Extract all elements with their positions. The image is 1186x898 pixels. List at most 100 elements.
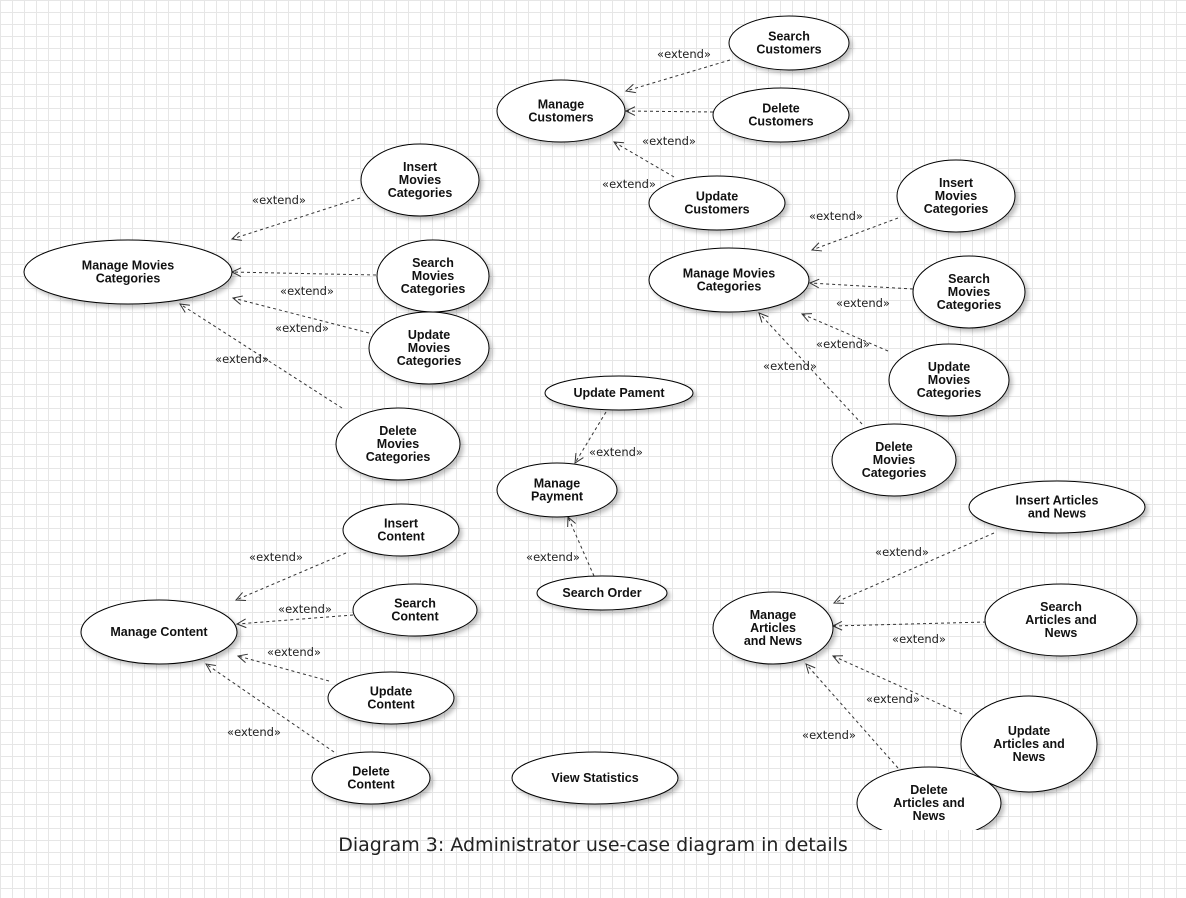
use-case-label: Articles and <box>893 796 965 810</box>
use-case-label: Movies <box>408 341 450 355</box>
arrowhead-icon <box>810 242 823 252</box>
extend-relation: «extend» <box>230 267 377 298</box>
use-case-ellipse <box>496 79 626 143</box>
use-case-ellipse <box>23 239 233 305</box>
extend-label: «extend» <box>278 602 332 616</box>
use-case-label: Manage Movies <box>683 267 775 281</box>
use-case-label: Manage <box>750 608 797 622</box>
extend-relation: «extend» <box>205 663 335 753</box>
use-case-label: Manage <box>534 477 581 491</box>
use-case-label: Content <box>347 778 395 792</box>
extend-relation: «extend» <box>802 663 899 769</box>
use-case-ellipse <box>960 695 1098 793</box>
use-case-ellipse <box>536 575 668 611</box>
use-case-label: Delete <box>762 102 800 116</box>
use-case-ellipse <box>912 255 1026 329</box>
use-case-label: Update <box>696 190 738 204</box>
extend-dashed-line <box>237 655 330 682</box>
use-case-label: Update <box>408 328 450 342</box>
extend-relations: «extend»«extend»«extend»«extend»«extend»… <box>179 47 995 769</box>
use-case-ellipse <box>352 583 478 637</box>
use-case-label: Movies <box>377 437 419 451</box>
extend-label: «extend» <box>227 725 281 739</box>
extend-dashed-line <box>567 516 595 577</box>
diagram-caption: Diagram 3: Administrator use-case diagra… <box>338 834 848 856</box>
use-case-ellipse <box>80 599 238 665</box>
arrowhead-icon <box>235 618 247 629</box>
use-case-label: Search Order <box>562 586 641 600</box>
extend-label: «extend» <box>215 352 269 366</box>
arrowhead-icon <box>205 663 216 673</box>
use-case-label: Update <box>928 360 970 374</box>
arrowhead-icon <box>831 655 844 664</box>
use-case-ellipse <box>511 751 679 805</box>
extend-label: «extend» <box>836 296 890 310</box>
use-case-ellipse <box>831 423 957 497</box>
extend-relation: «extend» <box>808 278 914 310</box>
use-case-label: Articles <box>750 621 796 635</box>
use-case-ellipse <box>368 311 490 385</box>
use-case-ellipse <box>856 766 1002 830</box>
use-case-label: Delete <box>910 783 948 797</box>
use-case-label: Update <box>370 685 412 699</box>
use-case-label: Insert Articles <box>1016 494 1099 508</box>
extend-relation: «extend» <box>526 515 595 577</box>
extend-relation: «extend» <box>230 193 361 241</box>
use-case-label: Content <box>391 610 439 624</box>
extend-label: «extend» <box>589 445 643 459</box>
arrowhead-icon <box>574 452 584 464</box>
use-case-search-order: Search Order <box>536 575 668 611</box>
use-case-label: Delete <box>875 440 913 454</box>
use-case-label: Payment <box>531 490 584 504</box>
use-case-label: Categories <box>697 280 762 294</box>
extend-label: «extend» <box>602 177 656 191</box>
use-case-label: Search <box>948 272 990 286</box>
use-case-label: Movies <box>928 373 970 387</box>
extend-dashed-line <box>832 621 987 627</box>
use-case-label: News <box>913 809 946 823</box>
extend-relation: «extend» <box>602 141 675 191</box>
extend-relation: «extend» <box>234 550 347 601</box>
arrowhead-icon <box>832 595 845 604</box>
arrowhead-icon <box>231 295 243 305</box>
use-case-label: Insert <box>403 160 438 174</box>
use-case-ellipse <box>360 143 480 217</box>
extend-dashed-line <box>179 303 343 409</box>
extend-label: «extend» <box>892 632 946 646</box>
arrowhead-icon <box>758 312 769 323</box>
use-case-label: Content <box>377 530 425 544</box>
extend-dashed-line <box>231 271 377 276</box>
use-cases: Manage MoviesCategoriesInsertMoviesCateg… <box>23 15 1146 830</box>
use-case-label: Customers <box>684 203 749 217</box>
use-case-label: Manage <box>538 98 585 112</box>
use-case-label: Insert <box>939 176 974 190</box>
use-case-label: Articles and <box>1025 613 1097 627</box>
extend-label: «extend» <box>280 284 334 298</box>
arrowhead-icon <box>236 653 248 663</box>
use-case-label: and News <box>1028 507 1086 521</box>
extend-relation: «extend» <box>624 106 714 148</box>
arrowhead-icon <box>808 278 820 289</box>
use-case-label: Categories <box>366 450 431 464</box>
use-case-ellipse <box>728 15 850 71</box>
extend-relation: «extend» <box>624 47 731 94</box>
extend-relation: «extend» <box>179 303 343 409</box>
extend-dashed-line <box>574 411 607 464</box>
arrowhead-icon <box>624 83 636 94</box>
use-case-label: Search <box>1040 600 1082 614</box>
arrowhead-icon <box>234 592 247 601</box>
extend-label: «extend» <box>657 47 711 61</box>
extend-dashed-line <box>833 532 995 604</box>
extend-relation: «extend» <box>236 645 330 682</box>
use-case-label: Delete <box>352 765 390 779</box>
extend-dashed-line <box>231 197 361 240</box>
